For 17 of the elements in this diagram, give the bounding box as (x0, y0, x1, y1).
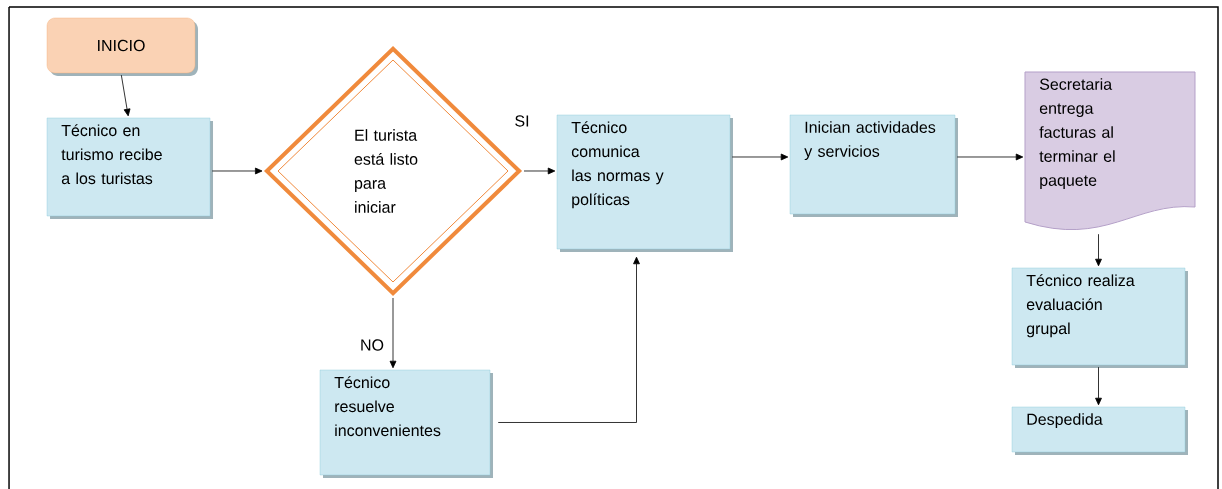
arrow (120, 74, 131, 117)
arrow (633, 256, 640, 265)
process-box: Técnico resuelve inconvenientes (319, 369, 493, 478)
process-box: Despedida (1011, 406, 1188, 455)
arrow (1095, 233, 1102, 267)
process-box: Técnico en turismo recibe a los turistas (46, 117, 213, 219)
edge-label: NO (359, 338, 385, 352)
arrow (731, 153, 789, 161)
process-box: Inician actividades y servicios (789, 114, 958, 217)
process-box: Técnico realiza evaluación grupal (1011, 267, 1188, 368)
start-box: INICIO (46, 17, 198, 76)
arrow (1095, 366, 1102, 406)
arrow (211, 167, 263, 175)
process-box: Técnico comunica las normas y políticas (556, 114, 733, 252)
arrow (523, 167, 556, 175)
arrow (389, 297, 397, 369)
arrow (956, 153, 1024, 161)
